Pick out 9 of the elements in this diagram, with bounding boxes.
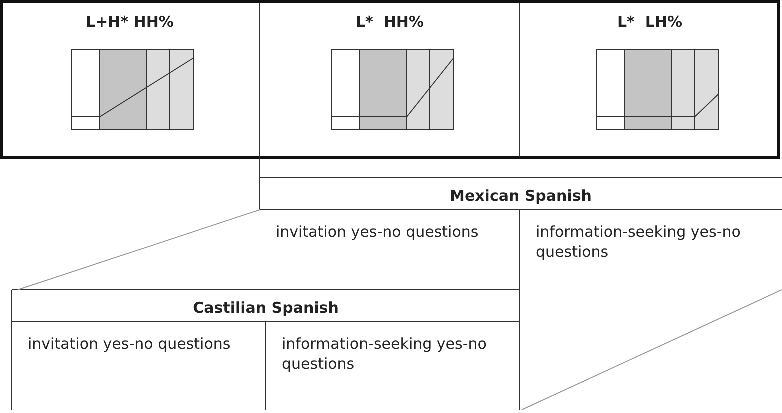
tone-label: L+H* HH%	[85, 12, 175, 32]
category-text: invitation yes-no questions	[276, 222, 480, 242]
category-text: information-seeking yes-no questions	[536, 222, 742, 262]
column-heading: Mexican Spanish	[449, 186, 593, 206]
column-heading: Castilian Spanish	[192, 298, 340, 318]
category-text: information-seeking yes-no questions	[282, 334, 488, 374]
category-text: invitation yes-no questions	[28, 334, 232, 354]
tone-label: L* LH%	[616, 12, 684, 32]
tone-label: L* HH%	[355, 12, 425, 32]
